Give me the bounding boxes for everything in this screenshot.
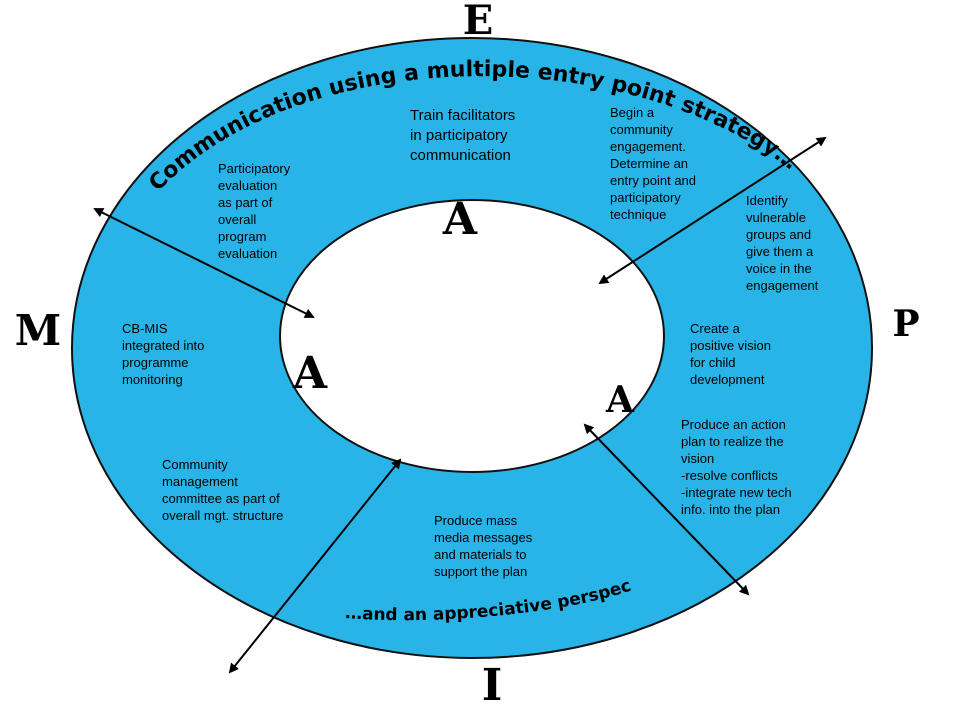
text-line: program — [218, 229, 267, 244]
text-line: Determine an — [610, 156, 689, 171]
letter-m: M — [15, 306, 62, 355]
arrow-lower-left — [228, 458, 402, 674]
text-line: entry point and — [610, 173, 697, 188]
text-line: Create a — [690, 321, 740, 336]
train-facilitators-text: Train facilitators in participatory commun… — [410, 106, 515, 166]
text-line: Community — [162, 457, 228, 472]
arrow-upper-left — [93, 208, 315, 318]
text-line: for child — [690, 355, 736, 370]
text-line: groups and — [746, 227, 812, 242]
text-line: integrated into — [122, 338, 205, 353]
text-line: programme — [122, 355, 189, 370]
letter-p: P — [892, 303, 919, 345]
identify-vulnerable-text: Identify vulnerable groups and give them a v… — [746, 192, 818, 294]
text-line: development — [690, 372, 765, 387]
arrow-upper-right — [598, 136, 827, 285]
text-line: Produce mass — [434, 513, 518, 528]
text-line: engagement — [746, 278, 819, 293]
text-line: Participatory — [218, 161, 291, 176]
text-line: give them a — [746, 244, 814, 259]
participatory-evaluation-text: Participatory evaluation as part of overall… — [218, 160, 290, 262]
text-line: community — [610, 122, 673, 137]
text-line: plan to realize the — [681, 434, 784, 449]
community-management-text: Community management committee as part of o… — [162, 456, 283, 524]
text-line: committee as part of — [162, 491, 280, 506]
letter-i: I — [482, 660, 503, 711]
begin-engagement-text: Begin a community engagement. Determine an e… — [610, 104, 696, 223]
letter-e: E — [463, 0, 494, 44]
text-line: technique — [610, 207, 667, 222]
text-line: monitoring — [122, 372, 183, 387]
letter-a-left: A — [292, 348, 328, 399]
letter-a-top: A — [442, 194, 478, 245]
text-line: vision — [681, 451, 715, 466]
text-line: communication — [410, 147, 511, 164]
text-line: media messages — [434, 530, 533, 545]
text-line: vulnerable — [746, 210, 806, 225]
text-line: management — [162, 474, 238, 489]
text-line: overall — [218, 212, 257, 227]
text-line: participatory — [610, 190, 681, 205]
text-line: engagement. — [610, 139, 686, 154]
text-line: -resolve conflicts — [681, 468, 778, 483]
text-line: support the plan — [434, 564, 528, 579]
text-line: CB-MIS — [122, 321, 168, 336]
text-line: evaluation — [218, 178, 278, 193]
text-line: Begin a — [610, 105, 655, 120]
text-line: info. into the plan — [681, 502, 781, 517]
text-line: Produce an action — [681, 417, 786, 432]
letter-a-right: A — [605, 379, 635, 421]
text-line: in participatory — [410, 127, 508, 144]
arrow-lower-right — [583, 423, 750, 596]
text-line: positive vision — [690, 338, 771, 353]
text-line: -integrate new tech — [681, 485, 792, 500]
inner-hole — [279, 199, 665, 473]
mass-media-text: Produce mass media messages and materials … — [434, 512, 532, 580]
positive-vision-text: Create a positive vision for child developm… — [690, 320, 771, 388]
text-line: overall mgt. structure — [162, 508, 284, 523]
text-line: as part of — [218, 195, 273, 210]
text-line: Train facilitators — [410, 107, 516, 124]
text-line: evaluation — [218, 246, 278, 261]
cbmis-text: CB-MIS integrated into programme monitoring — [122, 320, 204, 388]
text-line: and materials to — [434, 547, 527, 562]
text-line: voice in the — [746, 261, 812, 276]
text-line: Identify — [746, 193, 788, 208]
action-plan-text: Produce an action plan to realize the visi… — [681, 416, 792, 518]
